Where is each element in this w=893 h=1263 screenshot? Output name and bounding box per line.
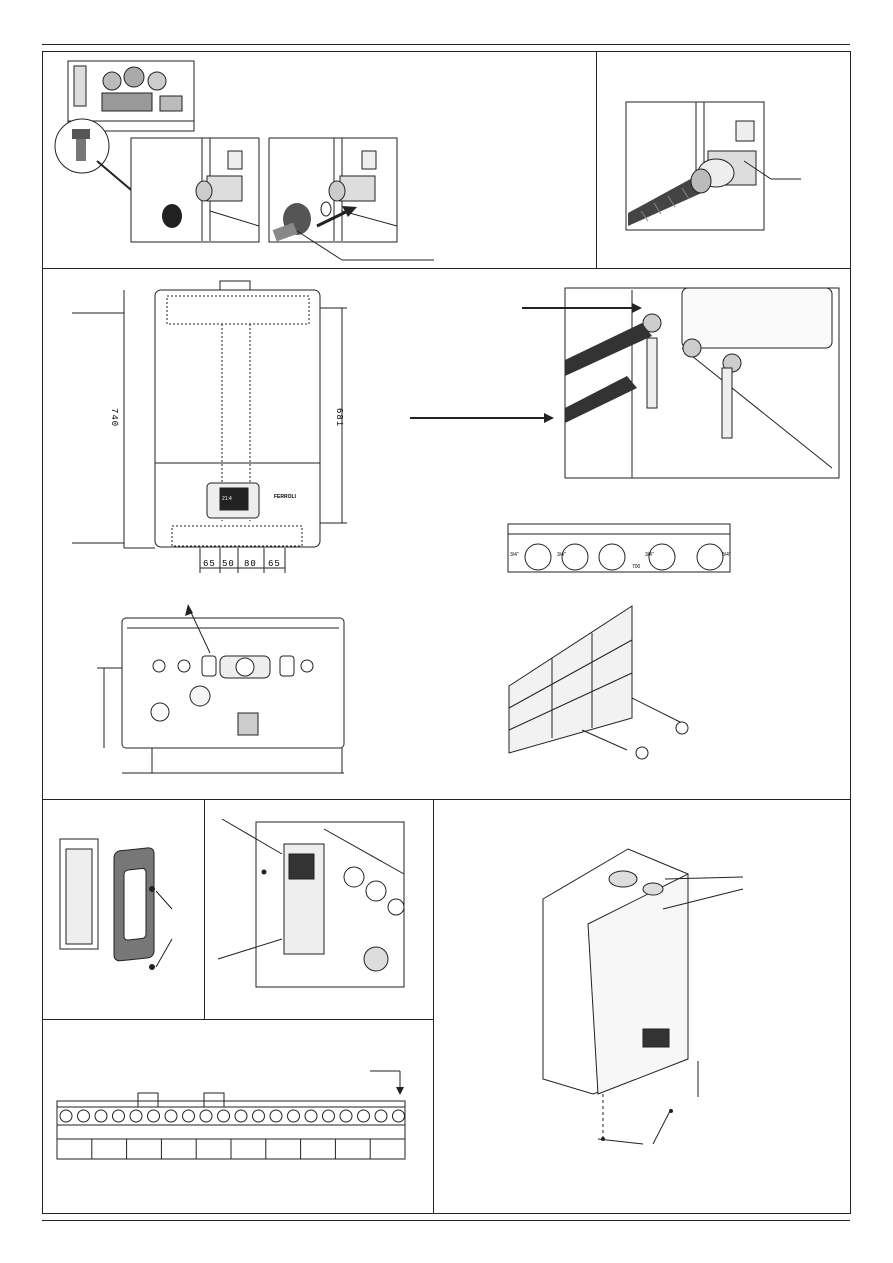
cover-plate (114, 847, 154, 961)
terminal-icon (95, 1110, 107, 1122)
panel-terminal-cover (42, 799, 204, 1019)
valve-label-4: 3/4" (722, 552, 731, 558)
mounting-template (508, 524, 730, 572)
terminal-block (60, 839, 98, 949)
terminal-icon (340, 1110, 352, 1122)
boiler-front-view (155, 281, 320, 547)
terminal-icon (130, 1110, 142, 1122)
dim-spacing-1: 65 (203, 559, 216, 569)
screw-icon (601, 1137, 605, 1141)
terminal-icon (253, 1110, 265, 1122)
terminal-icon (148, 1110, 160, 1122)
terminal-icon (270, 1110, 282, 1122)
panel-terminal-install (204, 799, 433, 1019)
terminal-icon (200, 1110, 212, 1122)
terminal-icon (305, 1110, 317, 1122)
terminal-icon (323, 1110, 335, 1122)
screw-icon (149, 964, 155, 970)
template-centre-label: 700 (632, 564, 641, 570)
panel-dimensions: 21:4 FERROLI 740 681 65 50 80 65 (42, 268, 851, 799)
panel-terminal-strip (42, 1019, 433, 1214)
panel-flexible-hose (596, 51, 851, 268)
dim-spacing-4: 65 (268, 559, 281, 569)
brand-logo: FERROLI (274, 494, 297, 500)
dim-spacing-3: 80 (244, 559, 257, 569)
terminal-icon (393, 1110, 405, 1122)
display-text: 21:4 (222, 496, 232, 502)
screw-icon (262, 870, 267, 875)
valve-label-2: 3/4" (557, 552, 566, 558)
top-rule (42, 44, 850, 45)
terminal-icon (358, 1110, 370, 1122)
screw-icon (669, 1109, 673, 1113)
boiler-3d (543, 849, 688, 1094)
dim-height-left: 740 (109, 408, 119, 427)
dim-spacing-2: 50 (222, 559, 235, 569)
cap-icon (162, 204, 182, 228)
terminal-icon (165, 1110, 177, 1122)
panel-connection-detail (42, 51, 597, 268)
screw-icon (149, 886, 155, 892)
terminal-icon (183, 1110, 195, 1122)
brick-wall (509, 606, 632, 753)
valve-label-1: 3/4" (510, 552, 519, 558)
arrow-icon (544, 413, 554, 423)
valve-label-3: 3/4" (645, 552, 654, 558)
terminal-icon (60, 1110, 72, 1122)
panel-boiler-install (433, 799, 851, 1214)
terminal-icon (375, 1110, 387, 1122)
terminal-icon (113, 1110, 125, 1122)
terminal-icon (288, 1110, 300, 1122)
arrow-icon (396, 1087, 404, 1095)
terminal-icon (235, 1110, 247, 1122)
terminal-icon (78, 1110, 90, 1122)
bottom-rule (42, 1220, 850, 1221)
boiler-bottom-view (122, 618, 344, 773)
terminal-icon (218, 1110, 230, 1122)
dim-height-right: 681 (334, 408, 344, 427)
